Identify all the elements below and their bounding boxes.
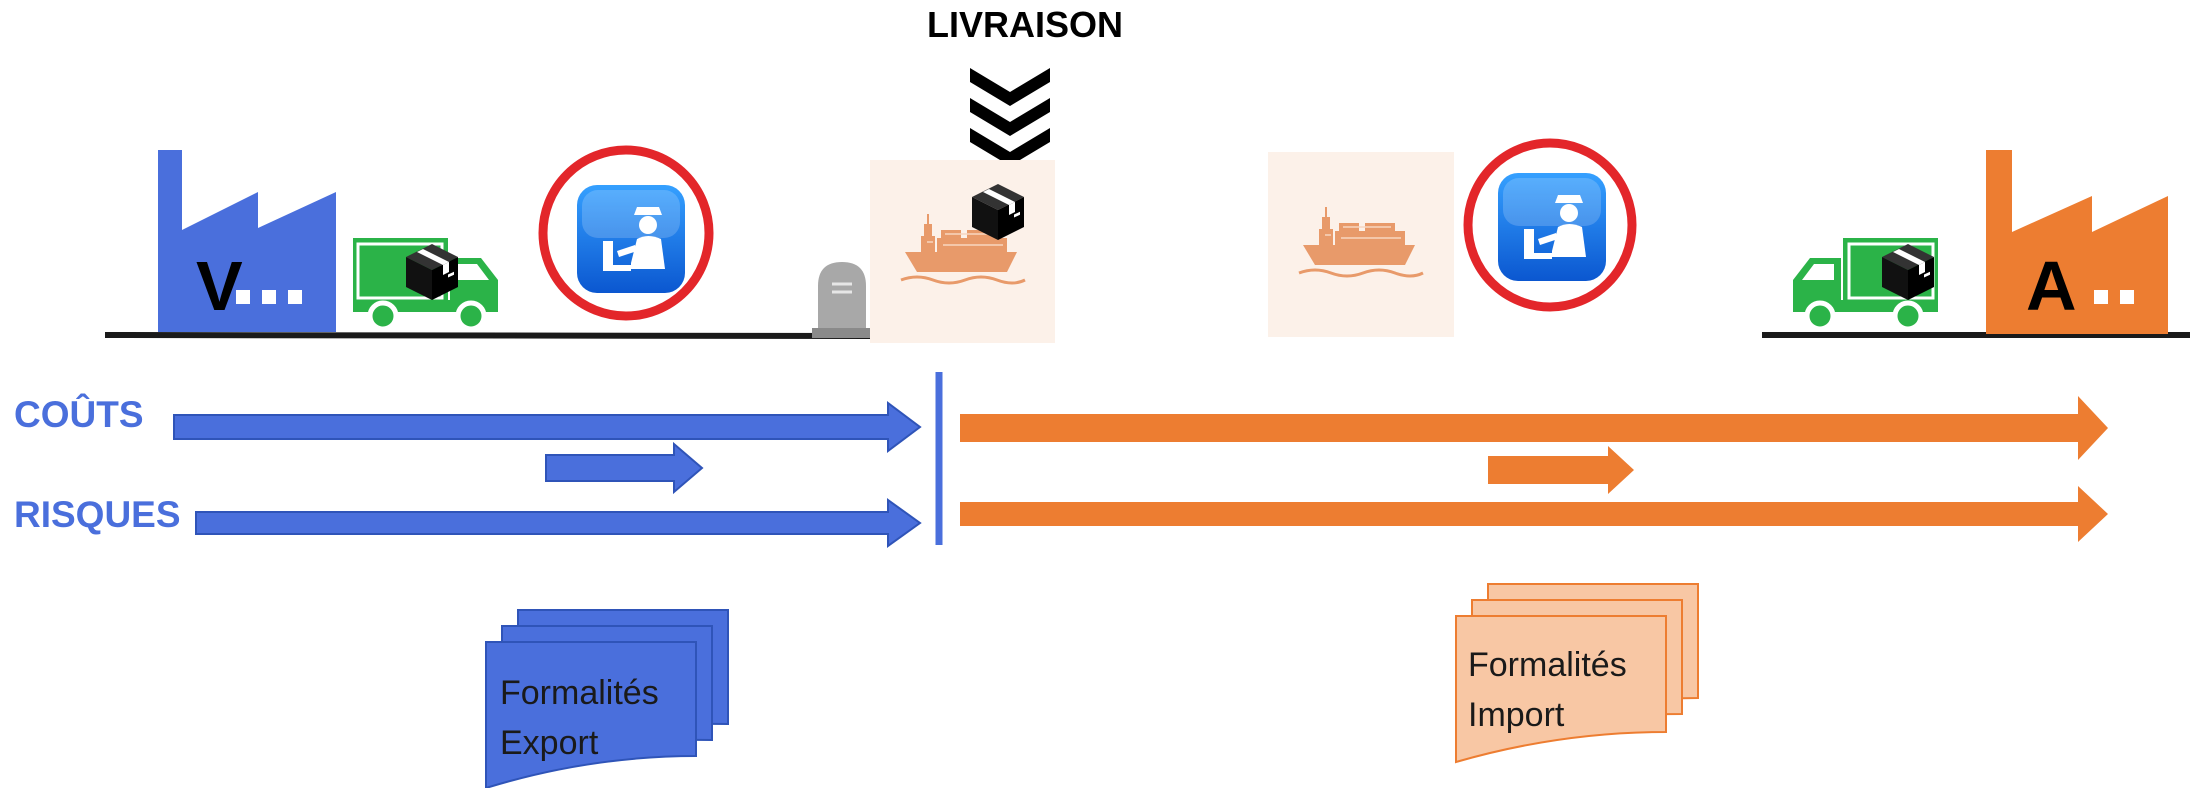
risks-label: RISQUES bbox=[14, 494, 181, 535]
import-customs-officer-icon bbox=[1498, 173, 1606, 281]
delivery-ship-tile bbox=[870, 160, 1055, 343]
import-documents-icon bbox=[1455, 583, 1699, 764]
delivery-title: LIVRAISON bbox=[926, 4, 1123, 45]
import-formalities-line1: Formalités bbox=[1468, 646, 1627, 684]
import-customs-ring bbox=[1463, 138, 1637, 312]
seller-customs-arrow bbox=[545, 441, 704, 495]
buyer-factory-icon bbox=[1986, 150, 2168, 334]
export-formalities-text: Formalités Export bbox=[500, 668, 659, 768]
buyer-customs-arrow bbox=[1488, 446, 1634, 494]
seller-costs-arrow bbox=[173, 401, 922, 453]
export-formalities-line2: Export bbox=[500, 724, 599, 762]
chevrons-down-icon bbox=[970, 68, 1050, 166]
seller-risks-arrow bbox=[195, 498, 922, 548]
seller-label: V bbox=[196, 247, 243, 325]
buyer-ship-tile bbox=[1268, 152, 1454, 337]
buyer-risks-arrow bbox=[960, 486, 2108, 542]
seller-ground-line bbox=[104, 332, 871, 339]
buyer-costs-arrow bbox=[960, 396, 2108, 460]
import-formalities-line2: Import bbox=[1468, 696, 1565, 734]
export-documents-icon bbox=[485, 609, 729, 788]
export-formalities-line1: Formalités bbox=[500, 674, 659, 712]
export-customs-ring bbox=[538, 145, 714, 321]
costs-label: COÛTS bbox=[14, 394, 144, 435]
export-customs-officer-icon bbox=[577, 185, 685, 293]
milestone-icon bbox=[812, 262, 872, 338]
import-formalities-text: Formalités Import bbox=[1468, 640, 1627, 740]
seller-factory-icon bbox=[158, 150, 336, 332]
buyer-label: A bbox=[2026, 247, 2077, 325]
